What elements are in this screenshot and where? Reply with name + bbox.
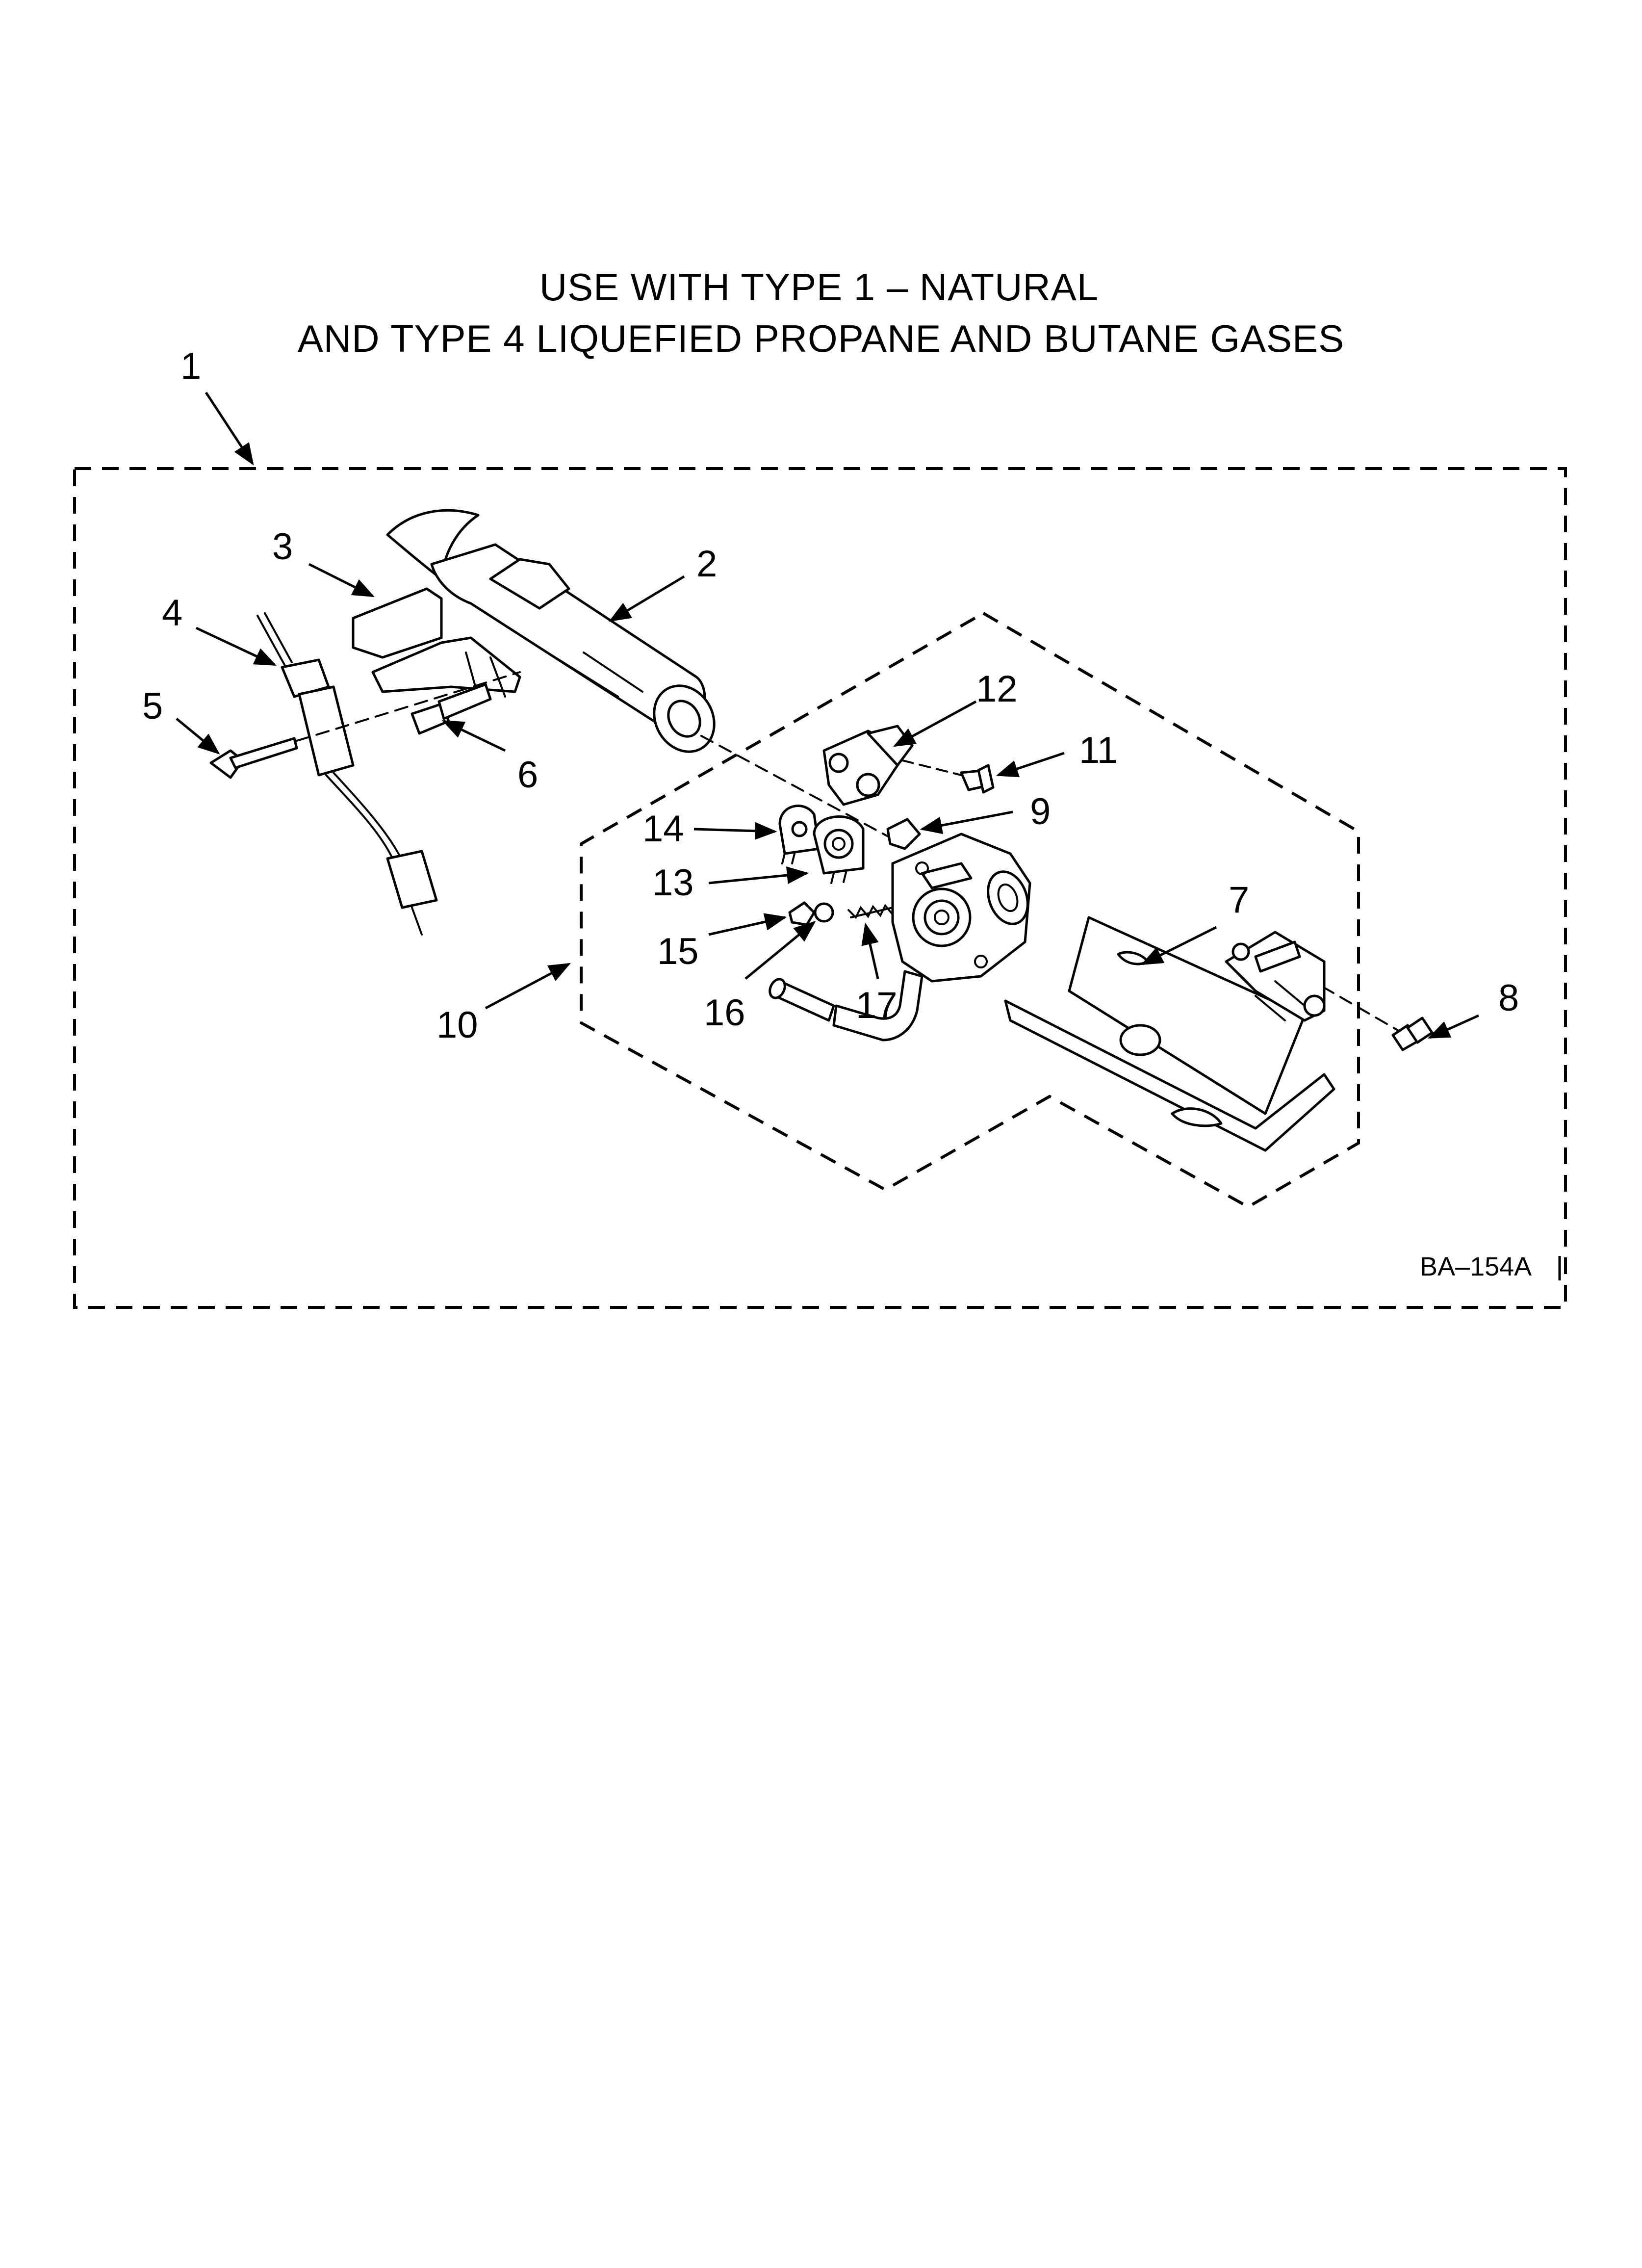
valve-mounting-bracket	[1004, 916, 1335, 1152]
callout-6: 6	[517, 754, 538, 796]
bracket-screw	[410, 683, 492, 735]
callout-4: 4	[162, 592, 182, 634]
valve-subassembly-boundary	[580, 611, 1360, 1209]
callout-11: 11	[1079, 730, 1118, 771]
diagram-title-line-1: USE WITH TYPE 1 – NATURAL	[539, 265, 1099, 309]
callout-16: 16	[704, 992, 745, 1034]
solenoid-coil-13	[813, 815, 865, 884]
assembly-path-screw-to-bracket	[296, 671, 521, 742]
drawing-code: BA–154A	[1420, 1252, 1532, 1281]
callout-15: 15	[657, 931, 699, 972]
assembly-path-bracket-screw	[1304, 975, 1399, 1031]
valve-seal	[788, 901, 816, 926]
burner-tube	[386, 509, 716, 753]
assembly-path-tube-to-valve	[700, 735, 894, 840]
callout-9: 9	[1030, 791, 1051, 833]
valve-fitting	[886, 818, 921, 850]
callout-5: 5	[142, 685, 163, 727]
assembly-boundary	[73, 467, 1567, 1309]
callout-8: 8	[1498, 977, 1519, 1019]
igniter-bracket	[352, 587, 521, 698]
gas-valve-body	[832, 833, 1031, 1042]
callout-7: 7	[1229, 879, 1249, 921]
clip-screw	[960, 764, 995, 794]
callout-10: 10	[436, 1004, 478, 1046]
valve-plunger	[814, 902, 834, 923]
callout-13: 13	[652, 862, 694, 904]
igniter-screw	[209, 737, 298, 779]
solenoid-coil-14	[778, 805, 821, 864]
orifice-tube	[769, 978, 835, 1022]
callout-1: 1	[180, 345, 201, 387]
callout-2: 2	[696, 543, 717, 585]
diagram-title-line-2: AND TYPE 4 LIQUEFIED PROPANE AND BUTANE …	[297, 317, 1345, 360]
mounting-screw	[1391, 1017, 1434, 1051]
callout-12: 12	[976, 668, 1018, 710]
callout-14: 14	[642, 808, 684, 850]
assembly-path-screw-11	[901, 759, 962, 776]
valve-spring	[847, 904, 894, 919]
valve-clip	[822, 725, 914, 806]
callout-3: 3	[272, 526, 293, 568]
callout-17: 17	[856, 985, 898, 1026]
callout-leaders	[176, 391, 1480, 1039]
